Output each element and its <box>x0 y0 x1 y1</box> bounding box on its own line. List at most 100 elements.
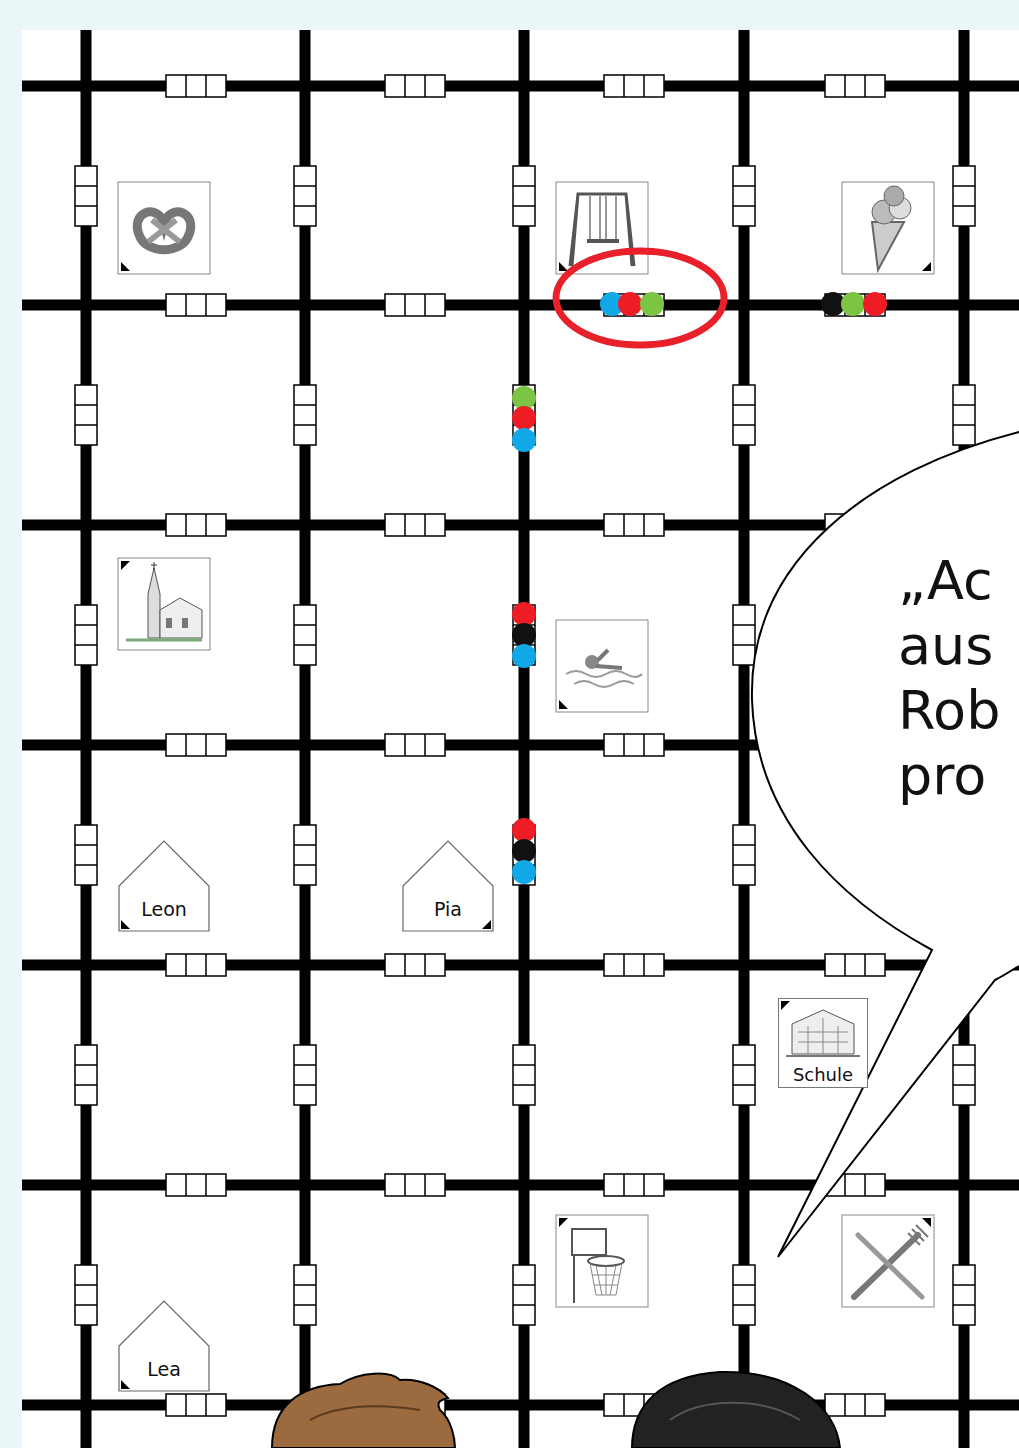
girl-head <box>632 1372 840 1448</box>
map-stroke <box>513 186 535 206</box>
map-stroke <box>75 166 97 226</box>
swing-icon <box>556 182 648 274</box>
map-stroke <box>75 1265 97 1325</box>
map-stroke <box>405 734 425 756</box>
map-stroke <box>825 954 885 976</box>
outline-part <box>482 920 491 929</box>
map-stroke <box>385 734 445 756</box>
map-stroke <box>573 1255 575 1303</box>
place-name: Lea <box>145 1359 183 1380</box>
map-stroke <box>166 1394 226 1416</box>
map-stroke <box>953 405 975 425</box>
map-stroke <box>624 514 644 536</box>
map-stroke <box>294 825 316 885</box>
map-stroke <box>75 405 97 425</box>
map-stroke <box>166 1174 226 1196</box>
map-stroke <box>75 605 97 665</box>
map-stroke <box>75 625 97 645</box>
map-stroke <box>863 292 887 316</box>
outline-part <box>786 1055 860 1057</box>
map-stroke <box>604 514 664 536</box>
map-stroke <box>294 405 316 425</box>
map-stroke <box>294 1265 316 1325</box>
map-stroke <box>118 558 210 650</box>
map-stroke <box>624 1174 644 1196</box>
map-stroke <box>81 30 92 1448</box>
map-stroke <box>512 818 536 842</box>
map-stroke <box>294 385 316 445</box>
map-stroke <box>733 1265 755 1325</box>
house-node: Leon <box>118 840 210 932</box>
map-stroke <box>294 166 316 226</box>
map-stroke <box>670 1403 800 1420</box>
map-stroke <box>186 1394 206 1416</box>
map-stroke <box>604 734 664 756</box>
cutlery-icon <box>842 1215 934 1307</box>
map-stroke <box>121 262 130 271</box>
outline-part <box>119 841 209 931</box>
map-stroke <box>908 1225 928 1245</box>
map-stroke <box>294 1065 316 1085</box>
map-stroke <box>884 186 904 206</box>
outline-part <box>798 1018 848 1054</box>
map-stroke <box>294 1045 316 1105</box>
map-stroke <box>166 1174 226 1196</box>
place-name: Schule <box>791 1065 855 1085</box>
map-stroke <box>513 166 535 226</box>
map-stroke <box>294 1265 316 1325</box>
map-stroke <box>596 650 622 668</box>
map-stroke <box>604 954 664 976</box>
map-stroke <box>512 428 536 452</box>
map-stroke <box>294 625 316 645</box>
map-stroke <box>385 294 445 316</box>
map-stroke <box>186 514 206 536</box>
map-stroke <box>604 75 664 97</box>
outline-part <box>121 920 130 929</box>
map-stroke <box>512 839 536 863</box>
map-stroke <box>513 1065 535 1085</box>
map-stroke <box>733 1065 755 1085</box>
map-stroke <box>953 1265 975 1325</box>
map-stroke <box>512 406 536 430</box>
map-stroke <box>166 954 226 976</box>
outline-part <box>779 999 868 1088</box>
map-stroke <box>75 605 97 665</box>
map-stroke <box>842 1215 934 1307</box>
map-stroke <box>953 166 975 226</box>
map-stroke <box>166 514 226 536</box>
map-stroke <box>559 262 568 271</box>
map-stroke <box>872 222 904 270</box>
house-node: Pia <box>402 840 494 932</box>
map-stroke <box>733 385 755 445</box>
map-stroke <box>733 405 755 425</box>
highlight-ellipse <box>556 251 724 345</box>
map-stroke <box>587 239 603 243</box>
map-stroke <box>186 294 206 316</box>
map-stroke <box>186 1174 206 1196</box>
map-stroke <box>953 1065 975 1085</box>
map-stroke <box>405 75 425 97</box>
map-stroke <box>733 166 755 226</box>
map-stroke <box>294 605 316 665</box>
map-stroke <box>160 598 202 638</box>
map-stroke <box>186 734 206 756</box>
map-stroke <box>513 166 535 226</box>
map-stroke <box>166 75 226 97</box>
map-stroke <box>841 292 865 316</box>
map-stroke <box>858 1235 922 1297</box>
map-stroke <box>385 75 445 97</box>
map-stroke <box>953 166 975 226</box>
ice-cream-icon <box>842 182 934 274</box>
swimming-icon <box>556 620 648 712</box>
map-stroke <box>294 845 316 865</box>
map-stroke <box>272 1374 455 1448</box>
pretzel-icon <box>118 182 210 274</box>
bubble-text: „Ac aus Rob pro <box>898 548 1012 808</box>
map-stroke <box>624 734 644 756</box>
map-stroke <box>126 639 202 642</box>
map-stroke <box>405 954 425 976</box>
map-stroke <box>166 1394 226 1416</box>
map-stroke <box>385 75 445 97</box>
map-stroke <box>624 954 644 976</box>
